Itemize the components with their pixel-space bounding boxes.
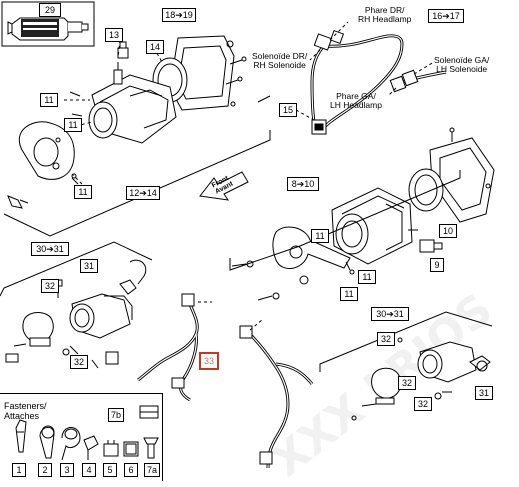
callout-32-a: 32 xyxy=(41,279,59,293)
harness-33-leaders xyxy=(198,301,263,331)
fog-harness-33-connectors xyxy=(105,293,273,465)
rh-headlamp-label: Phare DR/ RH Headlamp xyxy=(358,6,411,24)
callout-11-a: 11 xyxy=(40,93,58,107)
callout-11-e: 11 xyxy=(358,270,376,284)
lh-headlamp-line1: Phare GA/ xyxy=(336,91,376,101)
group-bracket-8-10 xyxy=(229,170,461,271)
front-direction-arrow xyxy=(199,171,249,201)
callout-32-c: 32 xyxy=(377,332,395,346)
callout-16-17: 16➔17 xyxy=(428,9,464,23)
callout-14: 14 xyxy=(146,40,164,54)
callout-10: 10 xyxy=(439,224,457,238)
rh-solenoid-line2: RH Solenoide xyxy=(253,59,306,70)
callout-11-d: 11 xyxy=(311,229,329,243)
fasteners-legend-frame xyxy=(0,393,163,481)
lh-headlamp-label: Phare GA/ LH Headlamp xyxy=(330,92,382,110)
harness-label-leaders xyxy=(295,21,435,121)
lh-foglight-assembly-drawing xyxy=(5,259,147,369)
rh-foglight-assembly-drawing xyxy=(351,337,491,421)
group-bracket-30-31-left xyxy=(0,241,153,297)
group-bracket-12-14 xyxy=(3,130,271,237)
callout-31-a: 31 xyxy=(80,259,98,273)
callout-8-10: 8➔10 xyxy=(287,177,319,191)
callout-9: 9 xyxy=(430,258,444,272)
callout-30-31-b: 30➔31 xyxy=(371,307,409,321)
callout-33-highlighted: 33 xyxy=(199,352,219,370)
lh-solenoid-label: Solenoïde GA/ LH Solenoide xyxy=(434,56,489,74)
legend-title-line2: Attaches xyxy=(4,410,40,421)
fasteners-legend-title: Fasteners/ Attaches xyxy=(4,401,47,422)
rh-headlamp-line2: RH Headlamp xyxy=(358,13,412,24)
legend-item-7b: 7b xyxy=(108,408,124,422)
legend-title-line1: Fasteners/ xyxy=(4,401,47,411)
callout-30-31-a: 30➔31 xyxy=(31,242,69,256)
grease-tube-drawing xyxy=(1,1,95,47)
headlamp-harness-15-drawing xyxy=(310,34,447,134)
callout-12-14: 12➔14 xyxy=(126,186,160,200)
rh-solenoid-line1: Solenoïde DR/ xyxy=(252,51,308,61)
callout-32-d: 32 xyxy=(398,376,416,390)
callout-31-b: 31 xyxy=(475,386,493,400)
lh-solenoid-line2: LH Solenoide xyxy=(436,63,488,74)
lh-headlamp-assembly-drawing xyxy=(7,35,247,209)
lh-solenoid-line1: Solenoïde GA/ xyxy=(434,55,490,65)
legend-item-1: 1 xyxy=(12,463,26,477)
legend-item-4: 4 xyxy=(82,463,96,477)
harness-15-connectors xyxy=(311,29,419,135)
callout-32-e: 32 xyxy=(414,397,432,411)
callout-13: 13 xyxy=(105,28,123,42)
fastener-drawings xyxy=(15,405,159,461)
legend-item-6: 6 xyxy=(124,463,138,477)
callout-18-19: 18➔19 xyxy=(162,8,196,22)
callout-15: 15 xyxy=(279,103,297,117)
callout-11-f: 11 xyxy=(340,287,358,301)
callout-29: 29 xyxy=(39,3,61,17)
legend-item-7a: 7a xyxy=(144,463,160,477)
legend-item-5: 5 xyxy=(103,463,117,477)
rh-solenoid-label: Solenoïde DR/ RH Solenoide xyxy=(252,52,307,70)
legend-item-3: 3 xyxy=(60,463,74,477)
callout-32-b: 32 xyxy=(70,355,88,369)
fog-harness-33-drawing xyxy=(137,299,314,469)
callout-11-c: 11 xyxy=(74,185,92,199)
legend-item-2: 2 xyxy=(38,463,52,477)
callout-11-b: 11 xyxy=(64,118,82,132)
rh-headlamp-line1: Phare DR/ xyxy=(364,5,405,15)
lh-headlamp-line2: LH Headlamp xyxy=(330,99,382,110)
